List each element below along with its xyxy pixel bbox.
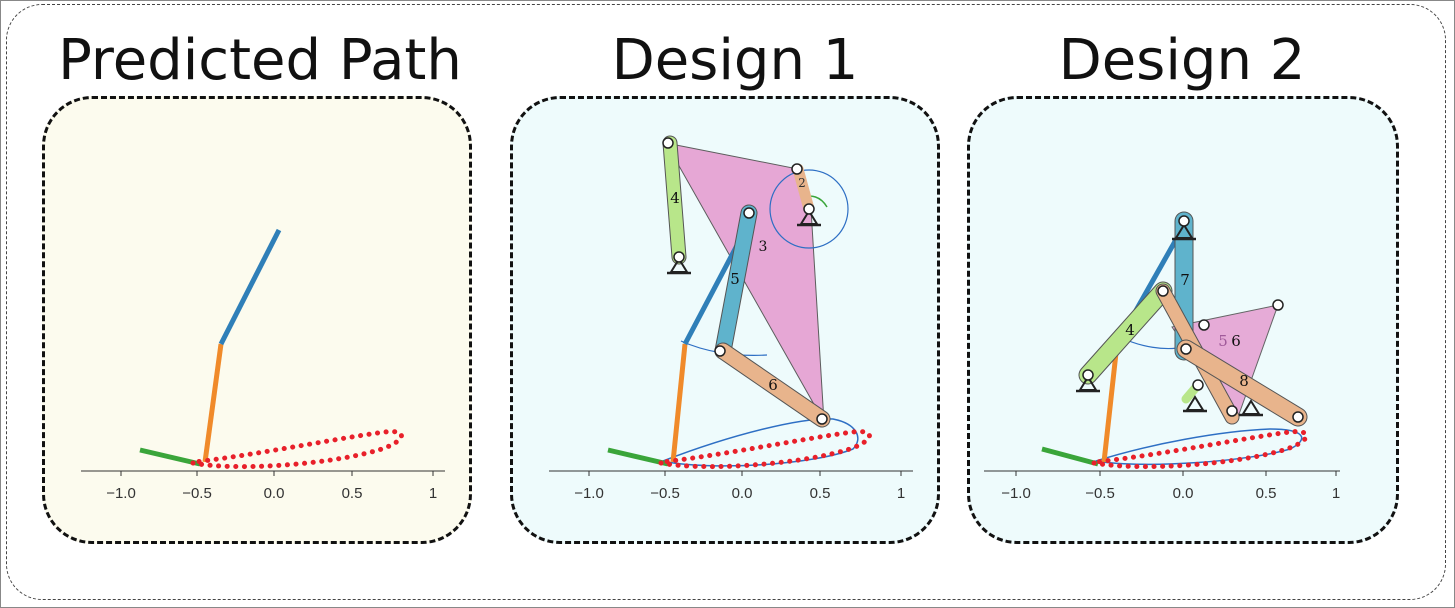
link-label: 8 bbox=[1239, 372, 1249, 390]
link-label: 7 bbox=[1180, 271, 1190, 289]
link-label: 2 bbox=[798, 176, 806, 190]
x-tick-label: 1 bbox=[897, 485, 905, 502]
design-2-plot: −1.0 −0.5 0.0 0.5 1 bbox=[984, 211, 1340, 502]
x-tick-label: −1.0 bbox=[106, 485, 136, 502]
panel-design-1: −1.0 −0.5 0.0 0.5 1 bbox=[510, 96, 940, 544]
link-4 bbox=[1079, 282, 1172, 384]
title-predicted-path: Predicted Path bbox=[58, 28, 462, 93]
coupler-curve bbox=[660, 418, 859, 467]
predicted-path-plot: −1.0 −0.5 0.0 0.5 1 bbox=[81, 228, 445, 502]
x-ticks bbox=[588, 471, 902, 476]
segment-blue bbox=[218, 228, 282, 346]
x-tick-label: 0.5 bbox=[342, 485, 363, 502]
x-ticks bbox=[120, 471, 434, 476]
link-label: 3 bbox=[759, 239, 768, 255]
x-tick-label: 0.0 bbox=[264, 485, 285, 502]
x-tick-label: 0.0 bbox=[732, 485, 753, 502]
predicted-path-points bbox=[190, 429, 404, 470]
link-label: 5 bbox=[1218, 332, 1228, 350]
x-tick-label: −0.5 bbox=[650, 485, 680, 502]
link-5 bbox=[715, 205, 757, 359]
figure-frame bbox=[6, 4, 1446, 600]
segment-orange bbox=[202, 343, 224, 463]
joints bbox=[1082, 215, 1304, 423]
x-tick-label: −0.5 bbox=[1085, 485, 1115, 502]
panel-design-2: −1.0 −0.5 0.0 0.5 1 bbox=[967, 96, 1399, 544]
x-tick-label: 0.0 bbox=[1173, 485, 1194, 502]
link-label: 6 bbox=[1231, 332, 1241, 350]
predicted-path-points bbox=[1091, 429, 1309, 470]
x-tick-label: −1.0 bbox=[574, 485, 604, 502]
x-tick-label: −1.0 bbox=[1001, 485, 1031, 502]
link-label: 6 bbox=[768, 376, 778, 394]
link-8 bbox=[1177, 340, 1307, 426]
link-2 bbox=[792, 163, 815, 215]
segment-orange bbox=[670, 343, 688, 463]
link-4 bbox=[663, 136, 686, 264]
title-design-2: Design 2 bbox=[1058, 28, 1306, 93]
segment-green bbox=[1041, 446, 1099, 467]
link-6 bbox=[715, 343, 830, 427]
x-tick-label: −0.5 bbox=[182, 485, 212, 502]
design-1-plot: −1.0 −0.5 0.0 0.5 1 bbox=[549, 135, 913, 502]
segment-green bbox=[607, 447, 669, 467]
joints bbox=[662, 137, 828, 425]
x-ticks bbox=[1015, 471, 1337, 476]
x-tick-label: 1 bbox=[1332, 485, 1340, 502]
x-tick-label: 0.5 bbox=[1256, 485, 1277, 502]
x-tick-label: 0.5 bbox=[810, 485, 831, 502]
segment-orange bbox=[1101, 343, 1120, 463]
link-label: 5 bbox=[730, 270, 740, 288]
x-tick-label: 1 bbox=[429, 485, 437, 502]
panel-predicted-path: −1.0 −0.5 0.0 0.5 1 bbox=[42, 96, 472, 544]
segment-green bbox=[139, 447, 201, 467]
link-label: 4 bbox=[1125, 321, 1135, 339]
link-label: 4 bbox=[670, 189, 680, 207]
crank-circle bbox=[769, 169, 849, 249]
title-design-1: Design 1 bbox=[611, 28, 859, 93]
predicted-path-points bbox=[658, 429, 872, 470]
